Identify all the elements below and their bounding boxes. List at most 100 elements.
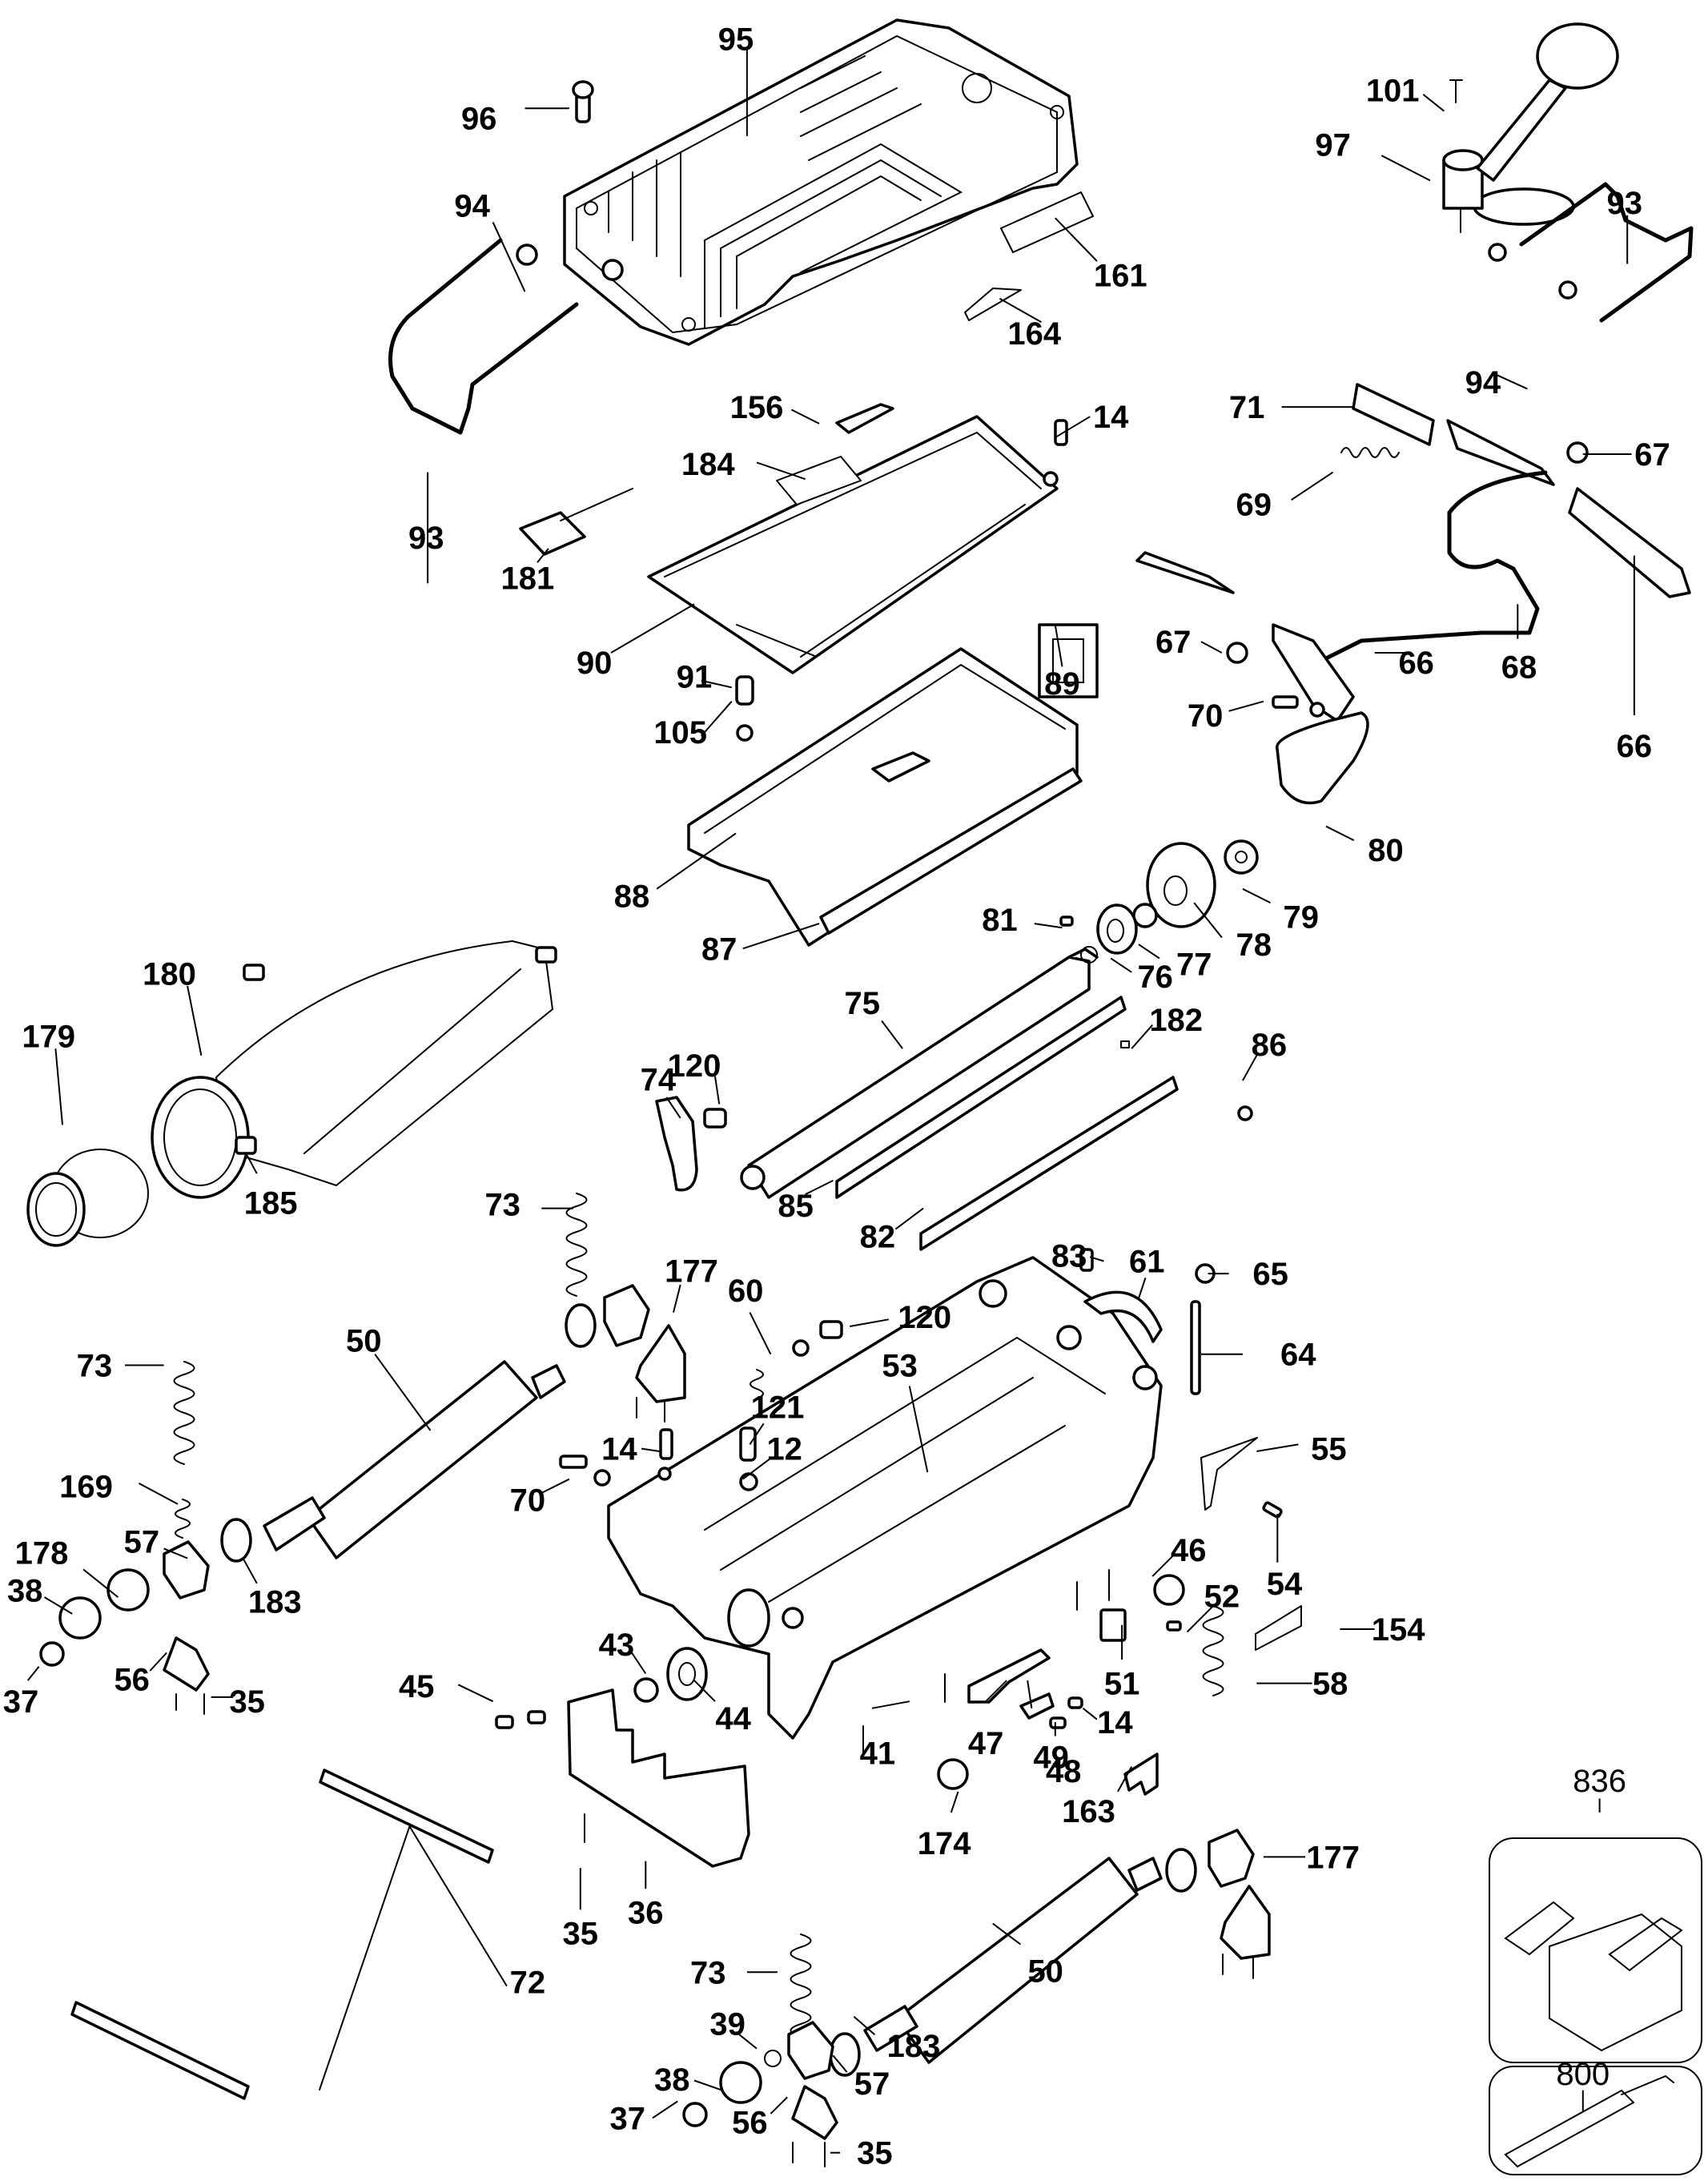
part-label-spring-73-left[interactable]: 73 <box>77 1349 113 1384</box>
part-label-t-handle-hex-key[interactable]: 181 <box>501 561 555 596</box>
part-label-hook-74[interactable]: 74 <box>641 1062 677 1097</box>
part-label-sprocket-178[interactable]: 178 <box>15 1536 69 1571</box>
part-label-nut-65[interactable]: 65 <box>1252 1257 1288 1292</box>
part-label-e-clip-37-upper[interactable]: 37 <box>3 1684 39 1720</box>
part-label-washer-183-lower[interactable]: 183 <box>887 2029 941 2064</box>
part-label-spring-169[interactable]: 169 <box>59 1469 113 1504</box>
part-label-nut-12[interactable]: 12 <box>766 1432 802 1467</box>
part-label-handle-retaining-ring-right[interactable]: 94 <box>1465 365 1501 400</box>
part-label-cutterhead-lock-lever[interactable]: 68 <box>1501 650 1537 685</box>
part-label-infeed-roller[interactable]: 50 <box>346 1323 382 1358</box>
part-label-top-cover[interactable]: 95 <box>718 22 754 58</box>
part-label-spring-58[interactable]: 58 <box>1312 1667 1348 1702</box>
part-label-screw-35-middle[interactable]: 35 <box>563 1917 599 1952</box>
part-label-bracket-56-lower[interactable]: 56 <box>732 2106 768 2141</box>
leader-line-label-161 <box>1055 217 1098 262</box>
part-label-carry-handle-left[interactable]: 93 <box>408 521 444 556</box>
part-label-screw-70-lower[interactable]: 70 <box>510 1483 546 1519</box>
part-label-retaining-ring-77[interactable]: 77 <box>1176 947 1212 982</box>
part-label-label-161[interactable]: 161 <box>1094 258 1147 293</box>
part-label-screw-86[interactable]: 86 <box>1252 1028 1288 1063</box>
part-label-chip-deflector-housing[interactable]: 90 <box>577 646 613 681</box>
part-label-cover-screw[interactable]: 96 <box>461 101 497 136</box>
part-label-screw-35-upper[interactable]: 35 <box>229 1684 265 1720</box>
part-label-washer-79[interactable]: 79 <box>1284 899 1320 935</box>
part-label-dust-hood[interactable]: 180 <box>143 957 196 992</box>
part-label-bracket-177-lower[interactable]: 177 <box>1306 1840 1360 1875</box>
part-label-height-adjust-crank[interactable]: 97 <box>1315 127 1351 163</box>
part-label-nut-67-left[interactable]: 67 <box>1155 625 1192 660</box>
part-label-washer-183-upper[interactable]: 183 <box>248 1584 302 1620</box>
part-label-screw-48[interactable]: 48 <box>1046 1754 1082 1789</box>
part-label-bearing-44[interactable]: 44 <box>715 1701 751 1736</box>
part-label-knife-85[interactable]: 85 <box>778 1189 814 1224</box>
part-label-hood-screw[interactable]: 185 <box>244 1186 298 1221</box>
part-label-screw-70-upper[interactable]: 70 <box>1188 698 1224 734</box>
part-label-hex-wrench-accessory[interactable]: 800 <box>1556 2057 1610 2092</box>
part-label-clamp-49[interactable]: 49 <box>1033 1740 1069 1776</box>
part-label-shoulder-screw-120-left[interactable]: 120 <box>668 1048 721 1084</box>
part-label-washer-39[interactable]: 39 <box>709 2006 745 2042</box>
part-label-nut-67-right[interactable]: 67 <box>1634 437 1670 473</box>
part-label-dust-port-adapter[interactable]: 179 <box>22 1020 75 1055</box>
part-label-pin-182[interactable]: 182 <box>1149 1003 1203 1038</box>
part-label-screw-14-middle[interactable]: 14 <box>601 1432 637 1467</box>
part-label-outfeed-roller[interactable]: 50 <box>1027 1954 1063 1990</box>
part-label-chain-cover[interactable]: 36 <box>628 1896 664 1931</box>
part-label-handle-retaining-ring-left[interactable]: 94 <box>454 189 490 224</box>
part-label-spring-73-top[interactable]: 73 <box>484 1187 520 1222</box>
part-label-bearing-block-57-lower[interactable]: 57 <box>854 2066 890 2102</box>
part-label-set-screw-45[interactable]: 45 <box>399 1669 435 1704</box>
part-label-label-184[interactable]: 184 <box>681 447 735 482</box>
part-label-socket-screw-91[interactable]: 91 <box>677 660 713 695</box>
part-label-clip-61[interactable]: 61 <box>1129 1245 1165 1280</box>
part-label-label-164[interactable]: 164 <box>1007 316 1061 352</box>
part-label-lock-bracket[interactable]: 71 <box>1229 390 1265 425</box>
part-label-spring-60[interactable]: 60 <box>728 1274 764 1309</box>
part-label-sprocket-38-upper[interactable]: 38 <box>7 1573 43 1608</box>
part-label-screw-54[interactable]: 54 <box>1267 1567 1303 1602</box>
part-label-label-51[interactable]: 51 <box>1104 1667 1140 1702</box>
part-label-bracket-177-upper[interactable]: 177 <box>665 1254 718 1290</box>
part-label-threaded-rod-64[interactable]: 64 <box>1280 1338 1316 1373</box>
part-label-bracket-47[interactable]: 47 <box>968 1726 1004 1761</box>
part-label-label-163[interactable]: 163 <box>1062 1794 1115 1829</box>
part-label-e-clip-37-lower[interactable]: 37 <box>610 2101 646 2136</box>
part-label-carry-handle-right[interactable]: 93 <box>1607 186 1643 221</box>
part-label-cutterhead[interactable]: 75 <box>845 986 881 1021</box>
part-label-bearing-block-57-upper[interactable]: 57 <box>124 1525 160 1560</box>
part-label-shoulder-screw-120-right[interactable]: 120 <box>898 1300 951 1335</box>
part-label-spring-69[interactable]: 69 <box>1236 487 1272 522</box>
part-label-screw-35-lower[interactable]: 35 <box>857 2136 893 2171</box>
part-label-screw-46[interactable]: 46 <box>1171 1533 1207 1568</box>
part-label-plug-174[interactable]: 174 <box>918 1826 971 1861</box>
part-label-pointer-55[interactable]: 55 <box>1311 1432 1347 1467</box>
part-label-drive-chain[interactable]: 72 <box>510 1965 546 2000</box>
part-label-socket-screw-121[interactable]: 121 <box>751 1390 805 1426</box>
part-label-wear-strip[interactable]: 87 <box>701 932 737 967</box>
part-label-main-carriage[interactable]: 53 <box>882 1349 918 1384</box>
part-label-link-66-right[interactable]: 66 <box>1617 729 1653 764</box>
part-label-screw-41[interactable]: 41 <box>860 1736 896 1771</box>
part-label-bracket-56-upper[interactable]: 56 <box>114 1662 150 1697</box>
part-label-screw-14-bottom[interactable]: 14 <box>1097 1705 1133 1740</box>
part-label-pulley[interactable]: 78 <box>1236 928 1272 963</box>
part-label-crank-screw[interactable]: 101 <box>1366 74 1420 109</box>
part-label-drive-belt[interactable]: 80 <box>1368 833 1404 868</box>
part-label-tool-box-accessory[interactable]: 836 <box>1573 1764 1626 1799</box>
part-label-screw-52[interactable]: 52 <box>1204 1579 1240 1614</box>
part-label-screw-14-top[interactable]: 14 <box>1093 400 1129 435</box>
part-label-sprocket-38-lower[interactable]: 38 <box>654 2062 690 2098</box>
part-label-bearing-76[interactable]: 76 <box>1137 960 1173 995</box>
part-label-link-66-left[interactable]: 66 <box>1398 646 1434 681</box>
part-label-wrench[interactable]: 156 <box>730 390 784 425</box>
part-label-grommet-89[interactable]: 89 <box>1044 666 1080 702</box>
part-label-knife-82[interactable]: 82 <box>860 1219 896 1254</box>
part-label-spring-73-bottom[interactable]: 73 <box>690 1955 726 1990</box>
part-label-screw-83[interactable]: 83 <box>1051 1239 1087 1274</box>
part-label-washer-105[interactable]: 105 <box>653 715 707 750</box>
part-label-base-plate[interactable]: 88 <box>614 879 650 914</box>
part-label-key-81[interactable]: 81 <box>982 903 1018 938</box>
part-label-label-154[interactable]: 154 <box>1372 1612 1425 1648</box>
part-label-retaining-ring-43[interactable]: 43 <box>599 1628 635 1663</box>
